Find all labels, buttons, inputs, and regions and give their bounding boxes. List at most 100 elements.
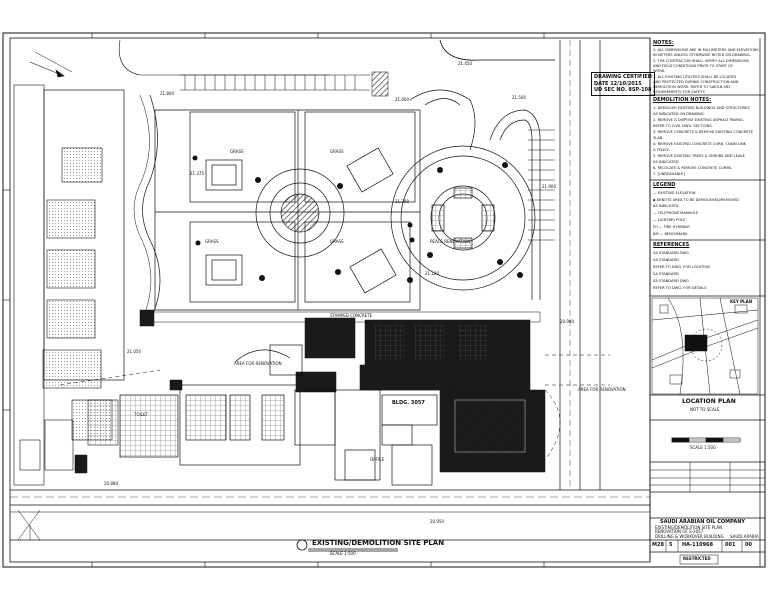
reference-item: SA STANDARD DWG: [653, 251, 689, 255]
note-line: 1. ALL DIMENSIONS ARE IN MILLIMETERS AND…: [653, 48, 759, 52]
drawing-desc-3: DRILLING & WORKOVER BUILDING: [655, 534, 724, 539]
demo-note-line: & FENCE.: [653, 148, 670, 152]
title-marker: [296, 539, 398, 552]
grass-label-3: GRASS: [205, 239, 219, 244]
left-compound: [13, 84, 45, 486]
toilet-label: TOILET: [134, 412, 148, 417]
kiosk-label: PEACE RENOVATION: [430, 239, 471, 244]
note-line: IN METERS UNLESS OTHERWISE NOTED ON DRAW…: [653, 53, 751, 57]
stamp-line-3: UD SEC NO. 8SP-108: [594, 87, 652, 93]
references-heading: REFERENCES: [653, 242, 690, 248]
notes-heading: NOTES:: [653, 40, 674, 46]
demo-note-line: 6. RELOCATE & REMOVE CONCRETE CURBS.: [653, 166, 733, 170]
key-plan-label: KEY PLAN: [730, 299, 753, 304]
legend-heading: LEGEND: [653, 182, 676, 188]
border-ticks: [3, 33, 545, 567]
location-plan-map: [651, 297, 759, 395]
demo-note-line: 2. REMOVE & DISPOSE EXISTING ASPHALT PAV…: [653, 118, 744, 122]
classification: RESTRICTED: [683, 556, 711, 561]
reference-item: SA STANDARD: [653, 258, 679, 262]
reference-item: REFER TO DWG. FOR DETAILS: [653, 286, 707, 290]
right-road: [559, 40, 601, 490]
elevation-9: 20.950: [430, 519, 444, 524]
area-note-2: AREA FOR RENOVATION: [578, 387, 626, 392]
location-plan-subtitle: NOT TO SCALE: [690, 407, 720, 412]
demo-note-line: 3. REMOVE CONCRETE & REMOVE EXISTING CON…: [653, 130, 754, 134]
scale-bar-label: SCALE 1:500: [690, 445, 716, 450]
elevation-10: 20.880: [104, 481, 118, 486]
reference-item: REFER TO DWG. FOR LOCATION: [653, 265, 710, 269]
demo-note-line: AS INDICATED.: [653, 160, 680, 164]
demo-note-line: AS INDICATED ON DRAWING.: [653, 112, 705, 116]
top-curve-road: [439, 39, 555, 61]
elevation-6: 21.120: [425, 271, 439, 276]
stamp-line-2: DATE 12/10/2015: [594, 80, 642, 87]
elevation-8: 20.900: [560, 319, 574, 324]
demo-note-line: 5. REMOVE EXISTING TREES & SHRUBS AND LE…: [653, 154, 745, 158]
left-walkway: [142, 94, 161, 321]
legend-item: BM — BENCHMARK: [653, 232, 688, 236]
elevation-12: 21.900: [542, 184, 556, 189]
portable-classrooms: [42, 147, 113, 441]
demo-note-line: 7. [UNREADABLE]: [653, 172, 685, 176]
parking-top: [180, 74, 370, 91]
reference-item: SA STANDARD DWG: [653, 279, 689, 283]
note-line: 2. THE CONTRACTOR SHALL VERIFY ALL DIMEN…: [653, 59, 749, 63]
note-line: REQUIREMENTS FOR SAFETY.: [653, 90, 706, 94]
parking-right: [528, 129, 555, 241]
notes-panel-frame: [649, 38, 765, 567]
building-label: BLDG. 3057: [392, 400, 425, 406]
grass-label-1: GRASS: [230, 149, 244, 154]
revision-number: 00: [745, 542, 752, 548]
elevation-1: 21.450: [458, 61, 472, 66]
elevation-4: 21.800: [160, 91, 174, 96]
elevation-7: 21.050: [127, 349, 141, 354]
north-arrow: [29, 61, 65, 78]
drawing-number: HA-110968: [682, 542, 714, 548]
scale-bar: [671, 437, 741, 443]
demolition-notes-heading: DEMOLITION NOTES:: [653, 97, 712, 103]
reference-item: SA STANDARD: [653, 272, 679, 276]
note-line: DEMOLITION WORK. REFER TO SAES-B-062: [653, 85, 731, 89]
elevation-11: 21.200: [395, 199, 409, 204]
stamped-concrete-label: STAMPED CONCRETE: [330, 313, 373, 318]
office-label: OFFICE: [370, 457, 385, 462]
legend-item: ▪ DENOTE AREA TO BE DEMOLISHED/REMOVED: [653, 198, 740, 202]
demo-note-line: REFER TO CIVIL DWG. SECTIONS.: [653, 124, 713, 128]
stamp-line-1: DRAWING CERTIFIED: [594, 74, 652, 80]
building-cluster: [119, 344, 438, 486]
grass-label-2: GRASS: [330, 149, 344, 154]
main-road: [10, 489, 650, 541]
note-line: AND PROTECTED DURING CONSTRUCTION AND: [653, 80, 739, 84]
demo-note-line: 4. REMOVE EXISTING CONCRETE CURB, CHAIN …: [653, 142, 746, 146]
trees: [192, 155, 523, 283]
drawing-desc-1: EXISTING/DEMOLITION SITE PLAN: [655, 525, 723, 530]
index-number: 5: [669, 542, 673, 548]
company-name: SAUDI ARABIAN OIL COMPANY: [660, 519, 745, 525]
certification-stamp: DRAWING CERTIFIED DATE 12/10/2015 UD SEC…: [591, 72, 655, 96]
sheet-border-outer: [2, 32, 766, 568]
country: SAUDI ARABIA: [730, 534, 759, 539]
note-line: AND FIELD CONDITIONS PRIOR TO START OF: [653, 64, 733, 68]
legend-item: — LIGHTING POLE: [653, 218, 686, 222]
courtyard: [154, 109, 421, 311]
legend-item: FH — FIRE HYDRANT: [653, 225, 691, 229]
utility-lines: [59, 354, 610, 461]
sheet-number: 001: [725, 542, 736, 548]
amphitheater: [390, 89, 541, 300]
note-line: 3. ALL EXISTING UTILITIES SHALL BE LOCAT…: [653, 75, 737, 79]
drawing-desc-2: RENOVATION OF S-3057: [655, 529, 704, 534]
drawing-title-scale: SCALE 1:500: [330, 551, 356, 556]
grass-label-4: GRASS: [330, 239, 344, 244]
legend-item: AS INDICATED: [653, 204, 679, 208]
location-plan-title: LOCATION PLAN: [682, 398, 736, 405]
area-note-1: AREA FOR RENOVATION: [234, 361, 282, 366]
elevation-2: 21.500: [512, 95, 526, 100]
plant-number: M28: [652, 542, 664, 548]
legend-item: — EXISTING ELEVATION: [653, 191, 696, 195]
elevation-3: 21.600: [395, 97, 409, 102]
demo-note-line: SLAB.: [653, 136, 664, 140]
demo-note-line: 1. DEMOLISH EXISTING BUILDINGS AND STRUC…: [653, 106, 750, 110]
